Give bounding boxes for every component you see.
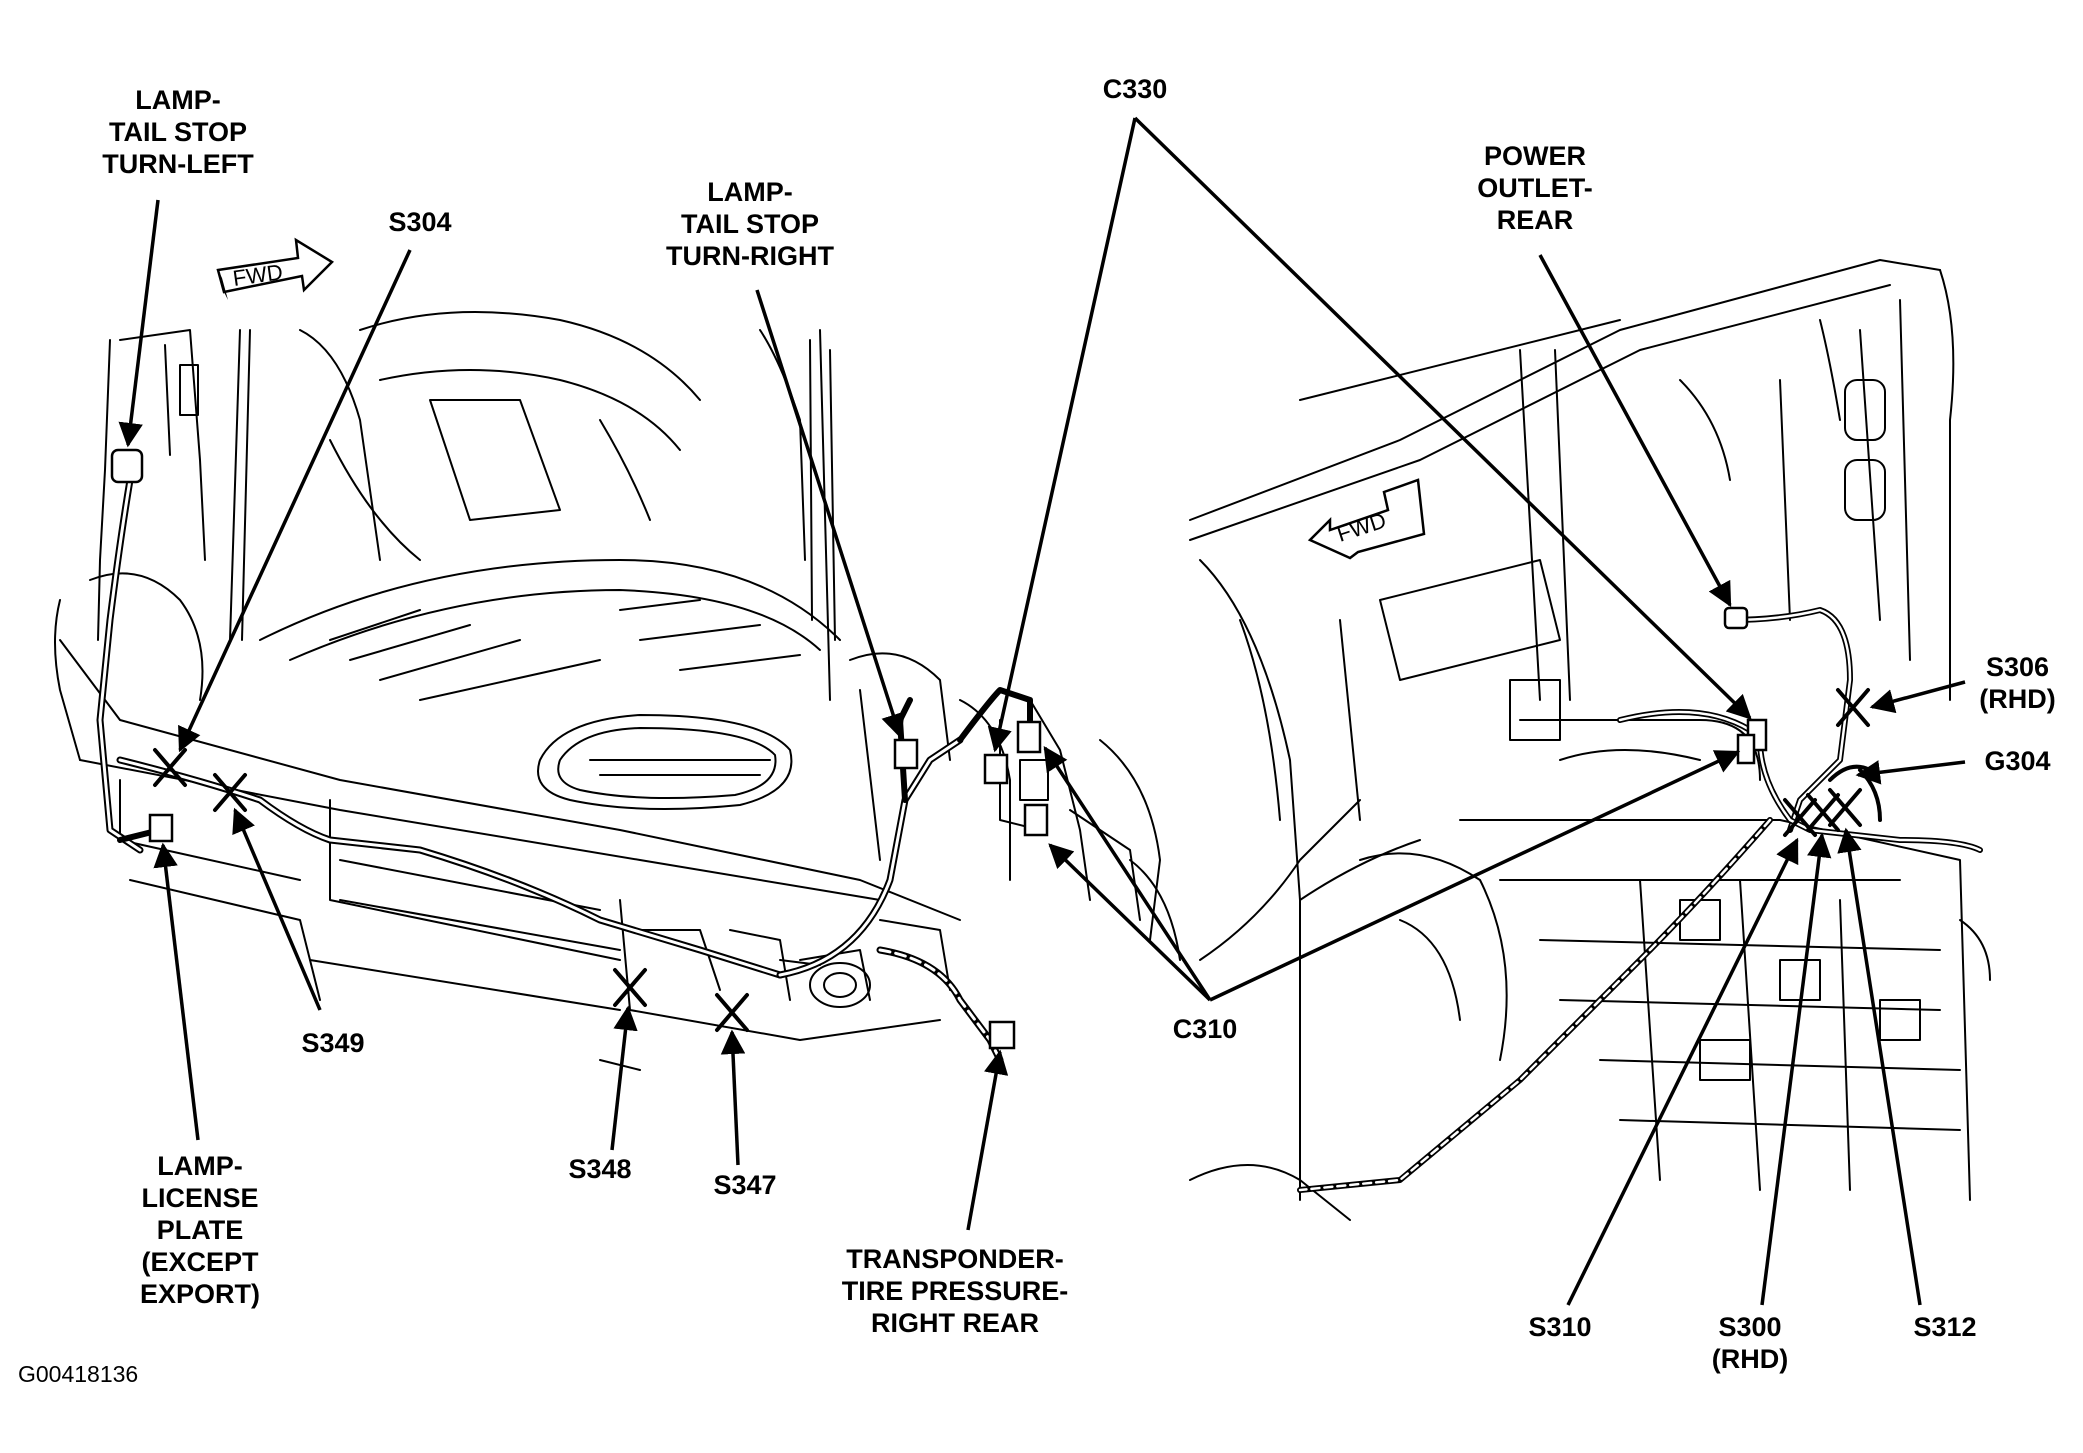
leader-lines [118, 116, 1966, 1306]
leader-c310-c [1209, 750, 1741, 1002]
label-c330: C330 [1102, 74, 1168, 104]
label-s349: S349 [301, 1028, 365, 1058]
splice-s306-mark [1836, 688, 1870, 727]
leader-s300 [1760, 832, 1832, 1306]
label-lamp-license-plate: LAMP- LICENSE PLATE (EXCEPT EXPORT) [139, 1151, 260, 1309]
leader-c330-b [1133, 116, 1752, 720]
c310-connector-upper [1016, 720, 1042, 754]
leader-c310-a [1043, 745, 1212, 1001]
tail-right-connector [893, 738, 919, 770]
splice-marks [153, 688, 1870, 1032]
leader-s349 [232, 807, 322, 1011]
splice-s348-mark [613, 968, 647, 1007]
label-s312: S312 [1913, 1312, 1977, 1342]
c330-connector-left [983, 753, 1009, 785]
label-s300: S300 (RHD) [1711, 1312, 1789, 1374]
leader-s306 [1869, 680, 1966, 714]
leader-lamp-tail-left [118, 199, 160, 448]
label-g304: G304 [1984, 746, 2051, 776]
c310-connector-lower [1023, 803, 1049, 837]
leader-s304 [178, 249, 412, 753]
lamp-tail-left-connector [110, 448, 144, 484]
label-s348: S348 [568, 1154, 632, 1184]
leader-transponder [966, 1049, 1009, 1231]
leader-s312 [1837, 827, 1922, 1306]
leader-s347 [720, 1029, 746, 1166]
svg-text:FWD: FWD [231, 259, 284, 291]
splice-s304-mark [153, 748, 187, 787]
leader-s310 [1566, 837, 1799, 1306]
c310-connector-right [1736, 733, 1756, 765]
leader-s348 [610, 1005, 638, 1151]
label-c310: C310 [1172, 1014, 1238, 1044]
leader-g304 [1855, 760, 1966, 785]
power-outlet-connector [1723, 606, 1749, 630]
leader-c310-b [1048, 843, 1212, 1002]
fwd-arrow-left: FWD [216, 237, 335, 300]
label-lamp-tail-left: LAMP- TAIL STOP TURN-LEFT [102, 85, 254, 179]
splice-s312-mark [1828, 788, 1862, 827]
label-lamp-tail-right: LAMP- TAIL STOP TURN-RIGHT [666, 177, 834, 271]
label-transponder: TRANSPONDER- TIRE PRESSURE- RIGHT REAR [841, 1244, 1069, 1338]
splice-s300-mark [1806, 793, 1840, 832]
label-s310: S310 [1528, 1312, 1592, 1342]
left-wiring-harness [96, 476, 1033, 1064]
leader-lamp-tail-right [755, 289, 905, 739]
right-wiring-harness [1297, 607, 1983, 1193]
splice-s347-mark [715, 993, 749, 1032]
license-lamp-connector [148, 813, 174, 843]
figure-id: G00418136 [18, 1361, 139, 1387]
leader-c330-a [987, 117, 1137, 753]
left-connectors [110, 448, 1049, 1050]
right-vehicle-drawing [1189, 259, 1991, 1221]
leader-lamp-license [153, 842, 200, 1141]
label-s347: S347 [713, 1170, 777, 1200]
leader-power-outlet [1538, 254, 1732, 608]
splice-s349-mark [213, 773, 247, 812]
label-power-outlet-rear: POWER OUTLET- REAR [1477, 141, 1593, 235]
label-s306: S306 (RHD) [1979, 652, 2056, 714]
tpms-connector [988, 1020, 1016, 1050]
label-s304: S304 [388, 207, 452, 237]
right-connectors [1723, 606, 1768, 765]
